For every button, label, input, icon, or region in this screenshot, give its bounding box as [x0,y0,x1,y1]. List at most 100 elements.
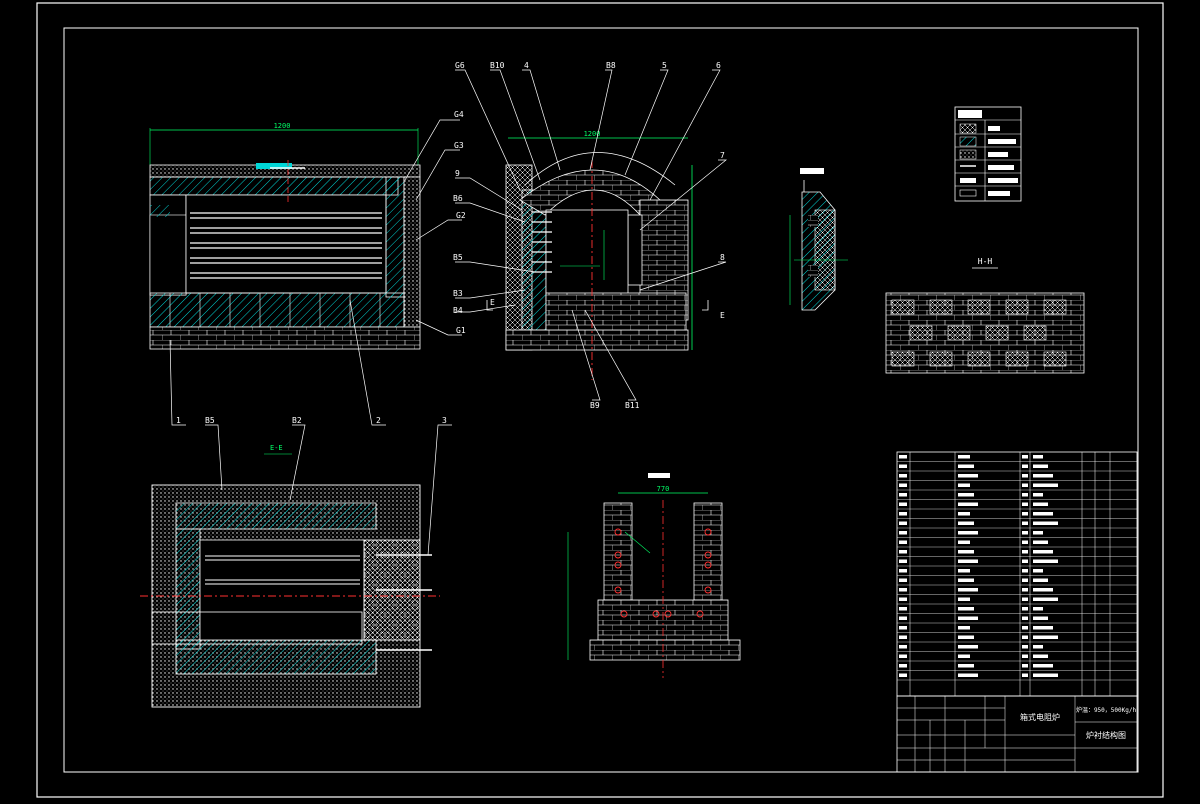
bom-cell-text [958,493,974,497]
outer-frame [36,2,1164,798]
label-8: 8 [720,253,725,262]
bom-cell-text [1022,521,1028,525]
bom-cell-text [1022,597,1028,601]
bom-cell-text [1022,550,1028,554]
bom-cell-text [899,578,907,582]
label-g2: G2 [456,211,466,220]
detail-view-small [789,168,848,311]
label-2: 2 [376,416,381,425]
bom-cell-text [1022,512,1028,516]
label-b8: B8 [606,61,616,70]
bom-cell-text [1033,597,1058,601]
bom-cell-text [1022,559,1028,563]
bom-cell-text [958,512,970,516]
front-leaders [169,119,462,556]
bom-cell-text [1022,645,1028,649]
dim-bottom-mid: 770 [657,485,670,493]
label-7: 7 [720,151,725,160]
bom-cell-text [899,493,907,497]
bom-cell-text [899,673,907,677]
bom-cell-text [1022,578,1028,582]
title-block: 箱式电阻炉 炉温：950，500Kg/h 炉衬结构图 [896,695,1138,773]
bom-cell-text [899,654,907,658]
label-4: 4 [524,61,529,70]
bom-cell-text [1022,483,1028,487]
label-b6: B6 [453,194,463,203]
bom-cell-text [958,645,978,649]
bom-cell-text [1033,493,1043,497]
label-1: 1 [176,416,181,425]
title-main: 箱式电阻炉 [1020,712,1060,722]
bom-cell-text [899,607,907,611]
label-b5-ee: B5 [205,416,215,425]
label-5: 5 [662,61,667,70]
bom-cell-text [958,673,978,677]
section-mark-e-right: E [720,311,725,320]
bom-cell-text [899,512,907,516]
elevation-detail-view: 770 [567,473,741,678]
bom-cell-text [958,578,974,582]
bom-cell-text [1033,464,1048,468]
dim-top-mid: 1200 [584,130,601,138]
label-g6: G6 [455,61,465,70]
bom-cell-text [958,540,970,544]
bom-cell-text [899,569,907,573]
bom-cell-text [1022,493,1028,497]
bom-cell-text [958,626,970,630]
bom-cell-text [1033,616,1048,620]
bom-cell-text [899,521,907,525]
bom-cell-text [958,607,974,611]
bom-cell-text [958,483,970,487]
side-section-view: 1200 E E [486,130,725,380]
bom-cell-text [1022,531,1028,535]
bom-cell-text [899,626,907,630]
label-b9: B9 [590,401,600,410]
bom-cell-text [958,616,978,620]
bom-cell-text [899,664,907,668]
bom-cell-text [958,635,974,639]
label-b10: B10 [490,61,505,70]
bom-cell-text [1033,550,1053,554]
bom-cell-text [1033,588,1053,592]
bom-cell-text [1033,455,1043,459]
label-b2-ee: B2 [292,416,302,425]
bom-cell-text [958,502,978,506]
bom-cell-text [958,521,974,525]
bom-cell-text [958,455,970,459]
bom-table [896,451,1138,697]
title-drawing-name: 炉衬结构图 [1086,730,1126,740]
bom-cell-text [899,464,907,468]
front-section-view: 1200 [149,122,421,350]
bom-cell-text [1022,540,1028,544]
bom-cell-text [1033,569,1043,573]
ee-plan-view: E-E [140,444,440,708]
label-b5: B5 [453,253,463,262]
bom-cell-text [1022,502,1028,506]
label-g4: G4 [454,110,464,119]
bom-cell-text [1022,464,1028,468]
bom-cell-text [958,464,974,468]
label-6: 6 [716,61,721,70]
bom-cell-text [899,483,907,487]
bom-cell-text [1033,578,1048,582]
bom-cell-text [1033,483,1058,487]
label-g1: G1 [456,326,466,335]
bom-cell-text [1022,455,1028,459]
bom-cell-text [958,664,974,668]
bom-cell-text [1033,607,1043,611]
bom-cell-text [1033,559,1058,563]
bom-cell-text [1033,673,1058,677]
bom-cell-text [899,597,907,601]
bom-cell-text [899,616,907,620]
bom-cell-text [1022,607,1028,611]
bom-cell-text [1033,626,1053,630]
side-leaders [455,69,727,401]
bom-cell-text [958,588,978,592]
bom-cell-text [1022,635,1028,639]
bom-cell-text [899,559,907,563]
bom-cell-text [958,531,978,535]
bom-cell-text [1033,474,1053,478]
bom-cell-text [899,531,907,535]
dim-top-left: 1200 [274,122,291,130]
bom-cell-text [1022,654,1028,658]
